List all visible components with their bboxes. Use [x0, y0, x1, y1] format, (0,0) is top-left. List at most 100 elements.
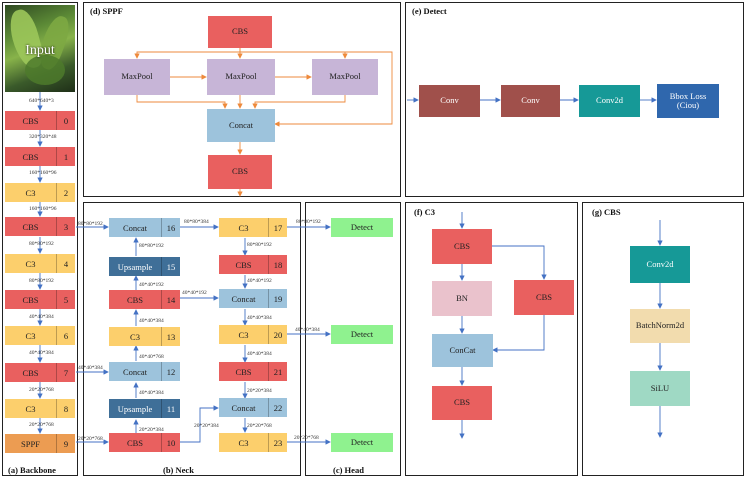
input-image: Input — [5, 5, 75, 92]
caption-head: (c) Head — [333, 465, 364, 475]
module-index: 12 — [161, 362, 180, 381]
module-name: CBS — [22, 367, 39, 378]
sppf-cbs-top: CBS — [208, 16, 272, 48]
panel-backbone — [2, 2, 78, 476]
detect-bbox-loss: Bbox Loss (Ciou) — [657, 84, 719, 118]
module-name: C3 — [238, 437, 249, 448]
module-index: 2 — [56, 183, 75, 202]
module-index: 11 — [161, 399, 180, 418]
c3-concat: ConCat — [432, 334, 493, 367]
caption-neck: (b) Neck — [163, 465, 194, 475]
module-name: CBS — [22, 115, 39, 126]
module-index: 23 — [268, 433, 287, 452]
caption-c3: (f) C3 — [414, 207, 436, 217]
module-index: 9 — [56, 434, 75, 453]
detect-conv2d: Conv2d — [579, 85, 640, 117]
module-index: 19 — [268, 289, 287, 308]
module-index: 21 — [268, 362, 287, 381]
panel-neck — [83, 202, 301, 476]
module-index: 17 — [268, 218, 287, 237]
neck-cross-size-b7_c12: 40*40*384 — [78, 365, 103, 371]
module-name: Concat — [122, 366, 148, 377]
module-name: CBS — [235, 259, 252, 270]
neck-left-size-label: 40*40*384 — [139, 390, 164, 396]
backbone-size-label: 20*20*768 — [29, 387, 54, 393]
backbone-size-label: 320*320*48 — [29, 134, 57, 140]
neck-left-size-label: 40*40*384 — [139, 318, 164, 324]
neck-cross-size-b9_c10: 20*20*768 — [78, 436, 103, 442]
sppf-concat: Concat — [207, 109, 275, 142]
module-index: 1 — [56, 147, 75, 166]
module-name: C3 — [25, 258, 36, 269]
module-name: C3 — [25, 330, 36, 341]
panel-head — [305, 202, 401, 476]
neck-right-size-label: 40*40*384 — [247, 315, 272, 321]
head-size-p3: 80*80*192 — [296, 219, 321, 225]
neck-right-size-label: 20*20*768 — [247, 423, 272, 429]
module-name: CBS — [22, 151, 39, 162]
module-name: C3 — [130, 331, 140, 342]
bbox-loss-line2: (Ciou) — [676, 100, 700, 110]
backbone-module-0: CBS 0 — [5, 111, 75, 130]
neck-module-17: C3 17 — [219, 218, 287, 237]
module-name: C3 — [25, 187, 36, 198]
backbone-size-label: 160*160*96 — [29, 170, 57, 176]
sppf-maxpool-2: MaxPool — [207, 59, 275, 95]
module-index: 0 — [56, 111, 75, 130]
sppf-cbs-bottom: CBS — [208, 155, 272, 189]
module-name: CBS — [22, 221, 39, 232]
module-index: 8 — [56, 399, 75, 418]
module-name: Concat — [231, 402, 256, 413]
neck-right-size-label: 40*40*384 — [247, 351, 272, 357]
backbone-size-label: 40*40*384 — [29, 350, 54, 356]
backbone-size-label: 20*20*768 — [29, 422, 54, 428]
backbone-module-2: C3 2 — [5, 183, 75, 202]
panel-detect — [405, 2, 744, 197]
module-index: 22 — [268, 398, 287, 417]
leaf-shape — [25, 55, 65, 85]
module-name: CBS — [22, 294, 39, 305]
module-name: CBS — [126, 437, 144, 448]
neck-right-size-label: 40*40*192 — [247, 278, 272, 284]
backbone-size-label: 80*80*192 — [29, 278, 54, 284]
module-name: C3 — [238, 329, 249, 340]
neck-module-18: CBS 18 — [219, 255, 287, 274]
module-index: 5 — [56, 290, 75, 309]
module-name: C3 — [25, 403, 36, 414]
backbone-size-label: 40*40*384 — [29, 314, 54, 320]
neck-right-size-label: 20*20*384 — [247, 388, 272, 394]
neck-module-23: C3 23 — [219, 433, 287, 452]
detect-head-p4: Detect — [331, 325, 393, 344]
module-name: Concat — [122, 222, 148, 233]
detect-conv-2: Conv — [501, 85, 560, 117]
module-index: 14 — [161, 290, 180, 309]
cbs-conv2d: Conv2d — [630, 246, 690, 283]
panel-cbs — [582, 202, 744, 476]
module-index: 7 — [56, 363, 75, 382]
detect-head-p5: Detect — [331, 433, 393, 452]
module-name: Upsample — [117, 261, 153, 272]
backbone-size-label: 80*80*192 — [29, 241, 54, 247]
module-name: C3 — [238, 222, 249, 233]
backbone-module-7: CBS 7 — [5, 363, 75, 382]
neck-cross-size-c14_c19: 40*40*192 — [182, 290, 207, 296]
c3-bn: BN — [432, 281, 492, 316]
neck-right-size-label: 80*80*192 — [247, 242, 272, 248]
c3-cbs-2: CBS — [432, 386, 492, 420]
neck-module-22: Concat 22 — [219, 398, 287, 417]
cbs-silu: SiLU — [630, 371, 690, 406]
c3-cbs-side: CBS — [514, 280, 574, 315]
bbox-loss-line1: Bbox Loss — [669, 90, 707, 101]
module-index: 18 — [268, 255, 287, 274]
cbs-batchnorm2d: BatchNorm2d — [630, 309, 690, 343]
caption-detect: (e) Detect — [412, 6, 447, 16]
